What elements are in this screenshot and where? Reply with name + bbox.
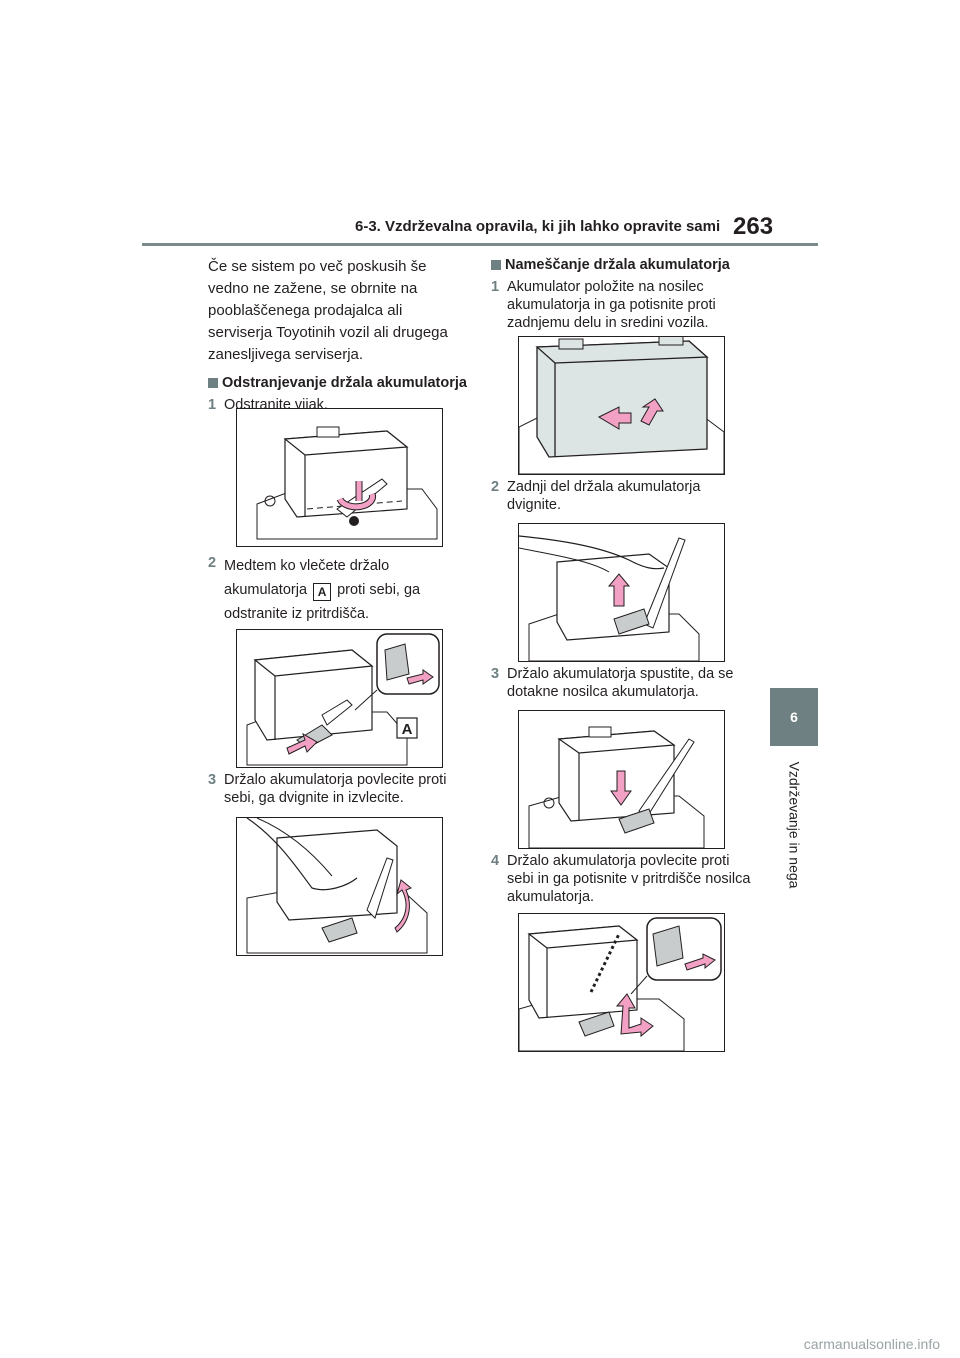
figure-lift-holder [236, 817, 443, 956]
figure-lower-holder [518, 710, 725, 849]
step-number: 4 [491, 853, 500, 869]
install-step-3: 3 Držalo akumulatorja spustite, da se do… [491, 665, 756, 701]
step-text: Medtem ko vlečete držalo akumulatorja A … [224, 554, 470, 626]
section-title: 6-3. Vzdrževalna opravila, ki jih lahko … [355, 218, 721, 235]
figure-place-battery [518, 336, 725, 475]
step-text: Zadnji del držala akumulatorja dvignite. [507, 479, 701, 513]
installation-heading: Nameščanje držala akumulatorja [491, 256, 756, 274]
heading-square-icon [491, 260, 501, 270]
label-a-badge: A [313, 583, 332, 601]
step-number: 1 [208, 397, 217, 413]
removal-heading: Odstranjevanje držala akumulatorja [208, 374, 470, 392]
step-number: 3 [491, 666, 500, 682]
install-step-4: 4 Držalo akumulatorja povlecite proti se… [491, 852, 756, 906]
chapter-tab[interactable]: 6 [770, 688, 818, 746]
step-text: Akumulator položite na nosilec akumulato… [507, 279, 716, 331]
step-text-before: Medtem ko vlečete držalo akumulatorja [224, 558, 390, 598]
left-column: Če se sistem po več poskusih še vedno ne… [208, 256, 470, 414]
header-rule [142, 243, 818, 246]
intro-paragraph: Če se sistem po več poskusih še vedno ne… [208, 258, 448, 363]
chapter-number: 6 [790, 709, 798, 725]
footer-watermark: carmanualsonline.info [803, 1336, 940, 1352]
removal-step-2: 2 Medtem ko vlečete držalo akumulatorja … [208, 554, 470, 626]
step-text: Držalo akumulatorja povlecite proti sebi… [507, 853, 751, 905]
page-number: 263 [733, 213, 774, 240]
removal-step-3: 3 Držalo akumulatorja povlecite proti se… [208, 771, 470, 807]
figure-lift-rear [518, 523, 725, 662]
step-number: 3 [208, 772, 217, 788]
installation-heading-text: Nameščanje držala akumulatorja [505, 257, 730, 273]
step-number: 2 [208, 555, 217, 571]
figure-push-holder [518, 913, 725, 1052]
step-text: Držalo akumulatorja spustite, da se dota… [507, 666, 734, 700]
step-text: Držalo akumulatorja povlecite proti sebi… [224, 772, 447, 806]
figure-remove-bolt [236, 408, 443, 547]
figure-pull-holder: A [236, 629, 443, 768]
install-step-1: 1 Akumulator položite na nosilec akumula… [491, 278, 756, 332]
chapter-label: Vzdrževanje in nega [784, 758, 804, 892]
heading-square-icon [208, 378, 218, 388]
step-number: 1 [491, 279, 500, 295]
chapter-label-text: Vzdrževanje in nega [786, 761, 802, 889]
step-number: 2 [491, 479, 500, 495]
step-text-after: proti sebi, ga odstranite iz pritrdišča. [224, 582, 421, 622]
right-column: Nameščanje držala akumulatorja 1 Akumula… [491, 256, 756, 332]
figure-label-a: A [402, 721, 413, 738]
install-step-2: 2 Zadnji del držala akumulatorja dvignit… [491, 478, 756, 514]
removal-heading-text: Odstranjevanje držala akumulatorja [222, 375, 467, 391]
